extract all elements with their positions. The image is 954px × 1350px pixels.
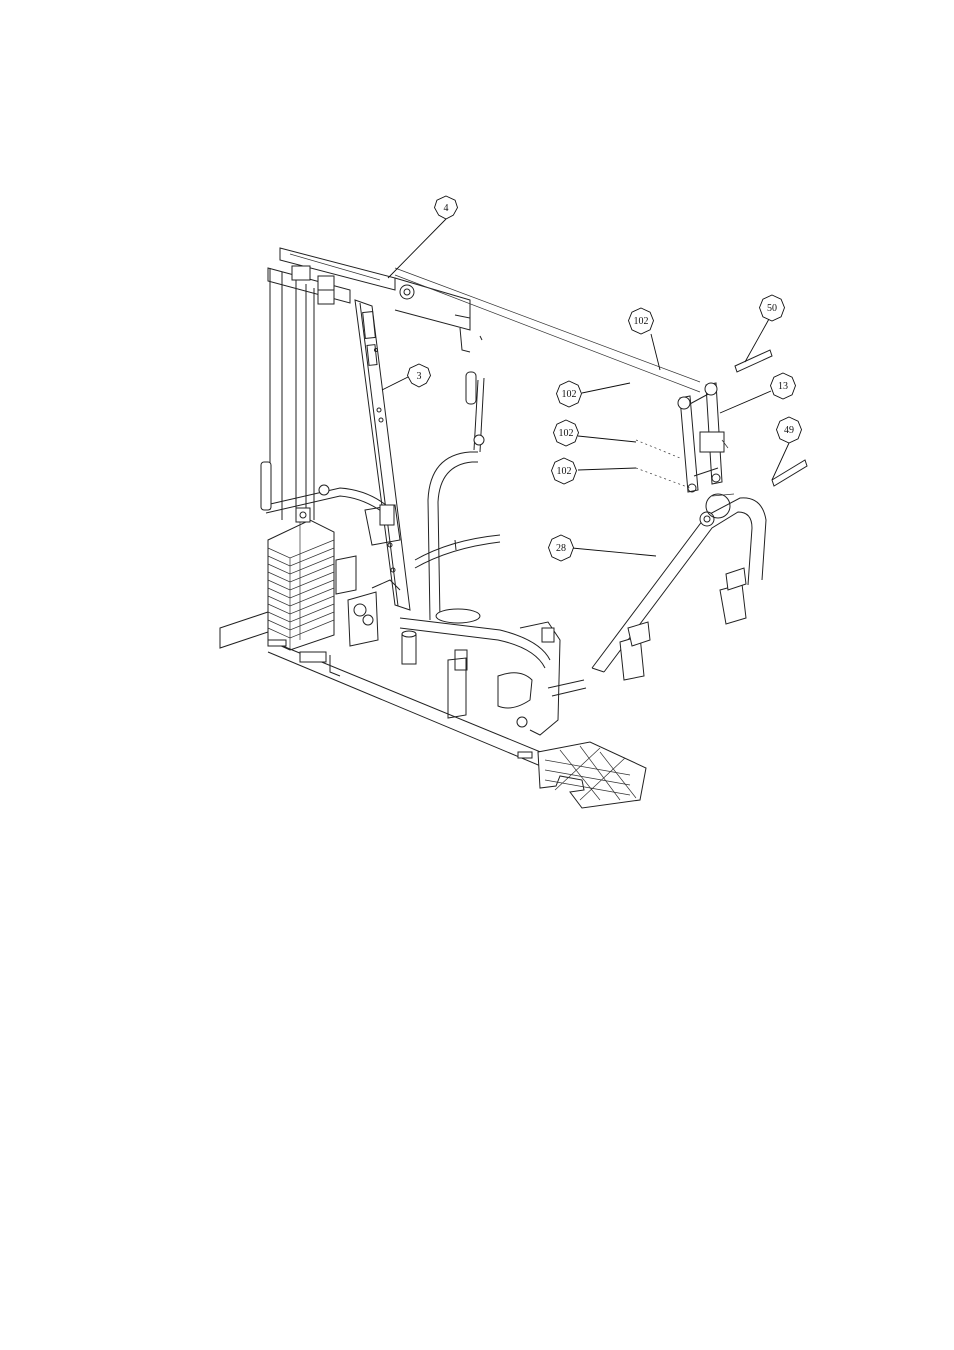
callout-label: 28 <box>556 543 566 554</box>
callout-label: 102 <box>634 316 649 327</box>
callout-102: 102 <box>557 381 582 407</box>
callout-label: 13 <box>778 381 788 392</box>
gym-frame <box>220 248 700 808</box>
callout-102: 102 <box>554 420 579 446</box>
callout-3: 3 <box>408 364 431 387</box>
callout-4: 4 <box>435 196 458 219</box>
callout-label: 50 <box>767 303 777 314</box>
callout-label: 102 <box>557 466 572 477</box>
foot-plate <box>538 742 646 808</box>
callout-102: 102 <box>629 308 654 334</box>
callouts: 4 3 102 50 102 13 102 49 <box>382 196 802 561</box>
weight-stack <box>268 508 334 650</box>
callout-50: 50 <box>760 295 785 321</box>
callout-28: 28 <box>549 535 574 561</box>
press-arm-part-28 <box>592 494 766 680</box>
callout-label: 4 <box>444 203 449 214</box>
callout-label: 49 <box>784 425 794 436</box>
callout-label: 3 <box>417 371 422 382</box>
callout-label: 102 <box>559 428 574 439</box>
callout-102: 102 <box>552 458 577 484</box>
press-arm-assembly <box>592 350 807 680</box>
callout-49: 49 <box>777 417 802 443</box>
callout-label: 102 <box>562 389 577 400</box>
callout-13: 13 <box>771 373 796 399</box>
